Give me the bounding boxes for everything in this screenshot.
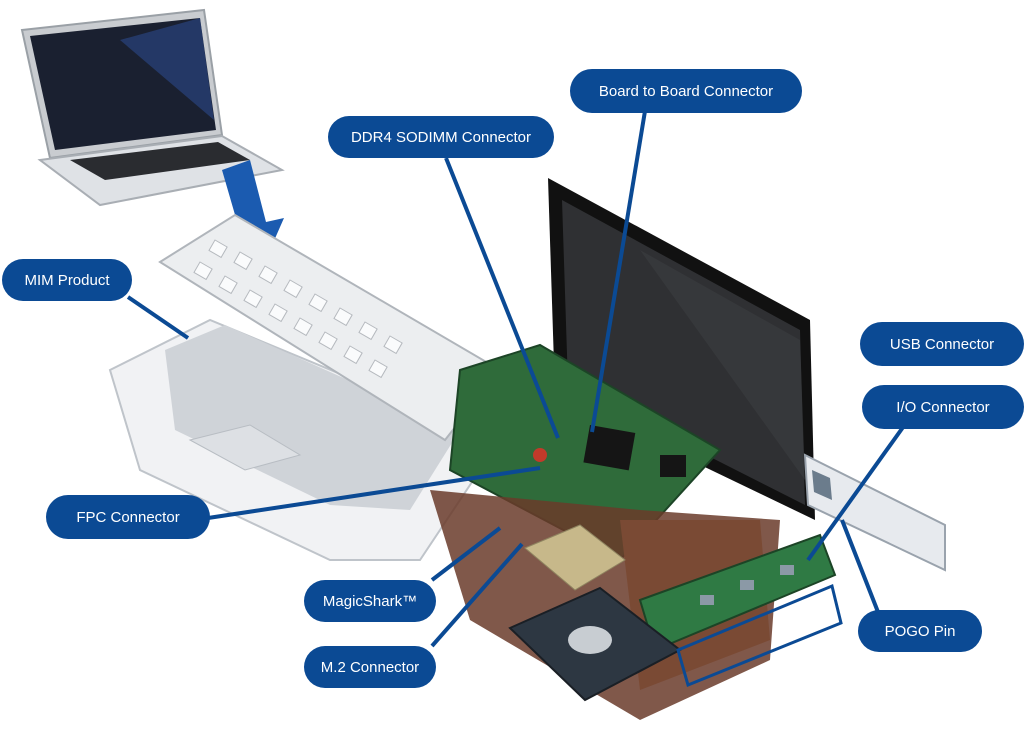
io-highlight-box [676, 583, 843, 688]
palm-rest [108, 318, 502, 561]
motherboard [448, 343, 722, 562]
label-fpc-connector: FPC Connector [46, 495, 210, 539]
label-board-to-board-connector: Board to Board Connector [570, 69, 802, 113]
label-m2-connector: M.2 Connector [304, 646, 436, 688]
wifi-card [524, 524, 626, 591]
label-usb-connector: USB Connector [860, 322, 1024, 366]
label-io-connector: I/O Connector [862, 385, 1024, 429]
closed-laptop [20, 8, 285, 207]
label-magicshark: MagicShark™ [304, 580, 436, 622]
keyboard [158, 213, 502, 442]
battery [803, 453, 946, 572]
laptop-screen [548, 178, 815, 520]
label-ddr4-sodimm-connector: DDR4 SODIMM Connector [328, 116, 554, 158]
label-mim-product: MIM Product [2, 259, 132, 301]
leader-lines [126, 110, 908, 648]
label-pogo-pin: POGO Pin [858, 610, 982, 652]
